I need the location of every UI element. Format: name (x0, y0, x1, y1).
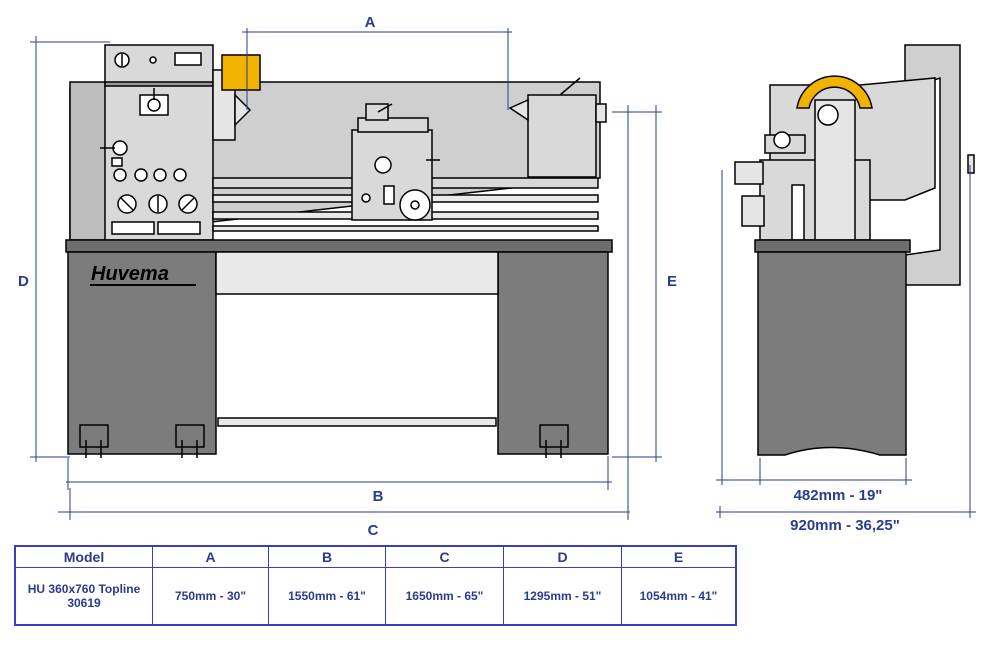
dim-c-label: C (368, 522, 379, 539)
header-e: E (621, 545, 737, 568)
cell-b: 1550mm - 61" (268, 567, 386, 626)
dimension-lines (30, 28, 976, 520)
header-a: A (152, 545, 269, 568)
side-tailstock (814, 99, 856, 241)
header-d: D (503, 545, 622, 568)
chuck-guard (221, 54, 261, 91)
right-cabinet (497, 251, 609, 455)
headstock-side (69, 81, 111, 241)
header-model: Model (14, 545, 153, 568)
model-number: 30619 (67, 596, 101, 610)
cell-c: 1650mm - 65" (385, 567, 504, 626)
side-chuck-guard (796, 75, 873, 109)
cell-model: HU 360x760 Topline 30619 (14, 567, 153, 626)
front-view (65, 44, 613, 458)
cell-a: 750mm - 30" (152, 567, 269, 626)
side-width-label: 482mm - 19" (794, 487, 883, 504)
table-row: HU 360x760 Topline 30619 750mm - 30" 155… (14, 567, 737, 626)
table-header-row: Model A B C D E (14, 545, 737, 568)
brand-logo: Huvema (91, 263, 169, 285)
side-cabinet (757, 251, 907, 456)
header-c: C (385, 545, 504, 568)
side-total-label: 920mm - 36,25" (790, 517, 900, 534)
dim-e-label: E (667, 273, 677, 290)
model-name: HU 360x760 Topline (27, 582, 141, 596)
spec-table: Model A B C D E HU 360x760 Topline 30619… (14, 545, 737, 626)
dim-d-label: D (18, 273, 29, 290)
cell-d: 1295mm - 51" (503, 567, 622, 626)
cell-e: 1054mm - 41" (621, 567, 737, 626)
speed-knob-icon (147, 98, 161, 112)
dim-b-label: B (373, 488, 384, 505)
chip-tray (65, 239, 613, 253)
header-b: B (268, 545, 386, 568)
tailstock (527, 94, 597, 178)
side-view (734, 44, 975, 456)
dim-a-label: A (365, 14, 376, 31)
